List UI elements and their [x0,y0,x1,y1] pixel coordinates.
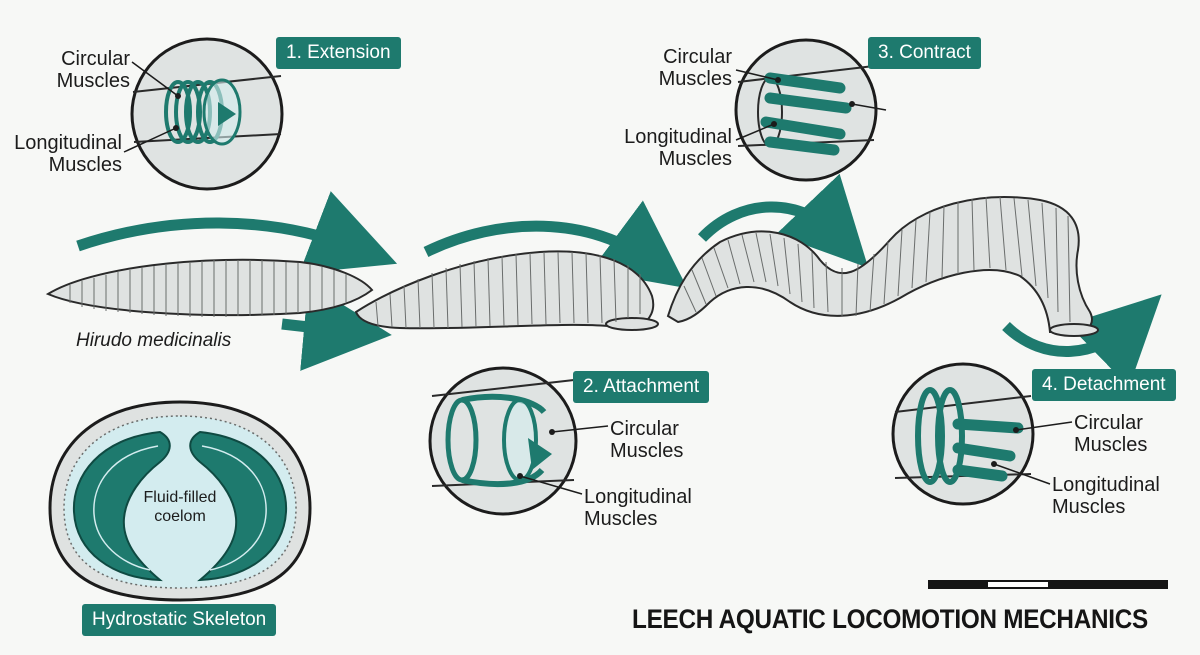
motion-arrow [423,200,688,289]
motion-arrow [1002,294,1162,388]
hydrostatic-skeleton-label: Hydrostatic Skeleton [82,604,277,636]
label-longitudinal-muscles: Longitudinal Muscles [14,132,122,176]
scale-bar [928,580,1168,589]
label-circular-muscles: Circular Muscles [610,418,684,462]
label-longitudinal-muscles: Longitudinal Muscles [624,126,732,170]
label-circular-muscles: Circular Muscles [658,46,732,90]
leech-body-attaching [354,250,659,331]
muscle-magnifier-2 [428,366,578,516]
leech-body-extended [45,258,374,317]
stage-badge-contract: 3. Contract [868,37,981,69]
label-longitudinal-muscles: Longitudinal Muscles [1052,474,1160,518]
stage-badge-extension: 1. Extension [276,37,401,69]
label-circular-muscles: Circular Muscles [1074,412,1148,456]
stage-badge-detachment: 4. Detachment [1032,369,1176,401]
motion-arrow [281,283,392,371]
leech-body-contracting [666,196,1099,337]
motion-arrow [698,173,869,268]
hydrostatic-cross-section [48,400,312,602]
motion-arrow [76,191,398,274]
diagram-title: LEECH AQUATIC LOCOMOTION MECHANICS [632,604,1148,634]
muscle-magnifier-1 [130,37,284,191]
species-name: Hirudo medicinalis [76,330,232,351]
muscle-magnifier-3 [734,38,878,182]
stage-badge-attachment: 2. Attachment [573,371,710,403]
leader-lines [123,61,1073,495]
muscle-magnifier-4 [891,362,1035,506]
label-circular-muscles: Circular Muscles [56,48,130,92]
label-longitudinal-muscles: Longitudinal Muscles [584,486,692,530]
coelom-label: Fluid-filled coelom [143,489,217,525]
